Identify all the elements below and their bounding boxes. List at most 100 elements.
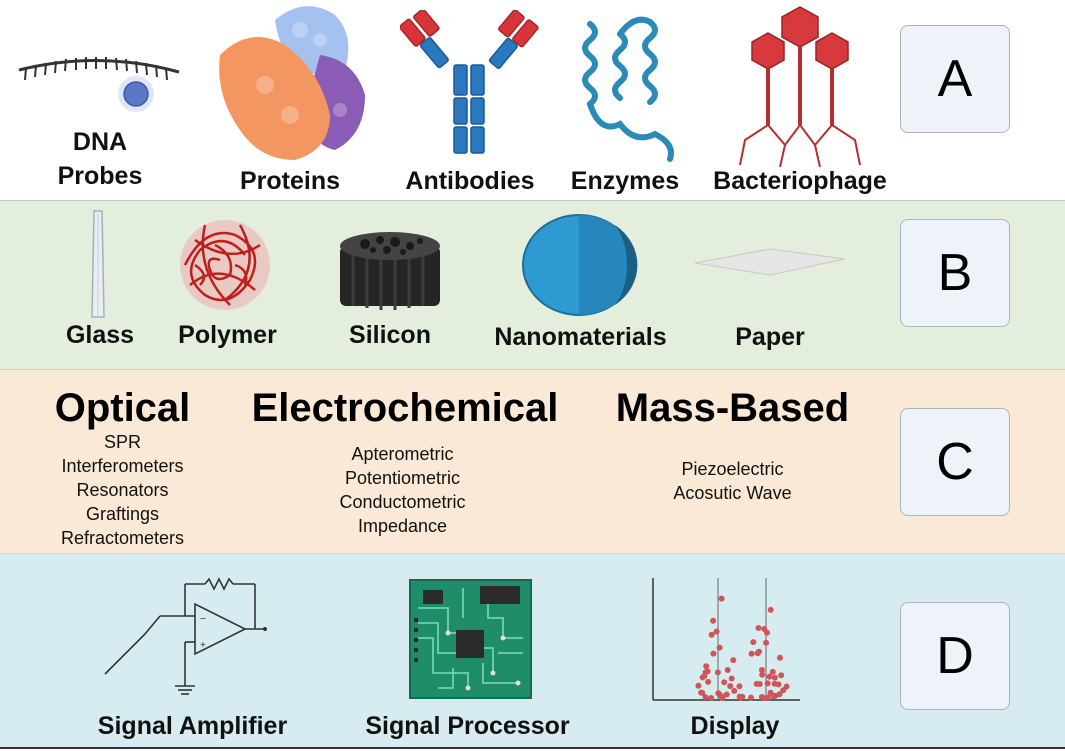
svg-text:+: + [200, 640, 206, 651]
group-list-electrochemical: Apterometric Potentiometric Conductometr… [300, 442, 505, 538]
item-label-silicon: Silicon [349, 321, 431, 349]
row-a-bioreceptors: DNA Probes Proteins [0, 0, 1065, 200]
scatter-dot [783, 683, 790, 690]
group-title-optical: Optical [54, 386, 191, 430]
item-label-bacteriophage: Bacteriophage [713, 167, 887, 195]
scatter-dot [756, 681, 763, 687]
enzyme-icon [582, 16, 674, 162]
list-item: Impedance [357, 516, 448, 536]
group-title-electrochemical: Electrochemical [251, 386, 559, 430]
scatter-dot [760, 695, 767, 701]
scatter-dot [723, 691, 730, 698]
row-b-materials: Glass Polymer Silicon [0, 200, 1065, 370]
item-label-polymer: Polymer [178, 321, 277, 349]
scatter-dot [701, 673, 708, 680]
scatter-dot [736, 683, 743, 690]
item-label-enzymes: Enzymes [570, 167, 680, 195]
scatter-dot [710, 617, 717, 624]
scatter-dot [714, 669, 721, 676]
row-letter-a: A [900, 25, 1010, 133]
scatter-dot [730, 657, 737, 664]
scatter-dot [777, 654, 783, 661]
silicon-block-icon [340, 232, 440, 310]
group-list-mass-based: Piezoelectric Acosutic Wave [635, 457, 830, 505]
group-list-optical: SPR Interferometers Resonators Graftings… [30, 430, 215, 550]
scatter-dot [739, 693, 746, 700]
protein-icon [219, 6, 365, 160]
list-item: Acosutic Wave [673, 483, 792, 503]
list-item: Resonators [76, 480, 169, 500]
glass-slide-icon [91, 210, 105, 318]
scatter-dot [718, 595, 725, 602]
scatter-dot [705, 678, 712, 685]
item-label-signal-processor: Signal Processor [365, 712, 570, 740]
scatter-dot [750, 639, 757, 646]
dna-probe-icon [18, 57, 180, 112]
scatter-dot [756, 648, 762, 655]
row-d-signal-processing: − + Signal Amplifier Signal Processor [0, 553, 1065, 747]
scatter-dot [724, 667, 731, 673]
list-item: Conductometric [339, 492, 466, 512]
scatter-dot [764, 680, 771, 687]
op-amp-circuit-icon: − + [104, 577, 267, 695]
scatter-dot [759, 667, 765, 673]
scatter-dot [702, 694, 709, 701]
list-item: Graftings [85, 504, 160, 524]
item-label-proteins: Proteins [239, 167, 341, 195]
scatter-dot [755, 625, 762, 631]
list-item: Potentiometric [344, 468, 461, 488]
item-label-signal-amplifier: Signal Amplifier [97, 712, 288, 740]
scatter-dot [764, 629, 770, 636]
item-label-antibodies: Antibodies [405, 167, 535, 195]
scatter-dot [703, 663, 710, 670]
row-letter-d: D [900, 602, 1010, 710]
list-item: Interferometers [61, 456, 184, 476]
scatter-dot [708, 695, 715, 701]
circuit-board-icon [409, 579, 532, 699]
scatter-dot [771, 674, 778, 681]
polymer-ball-icon [180, 220, 270, 310]
antibody-icon [400, 10, 539, 154]
scatter-dot [708, 631, 715, 638]
item-label-paper: Paper [735, 323, 805, 351]
item-label-display: Display [690, 712, 780, 740]
scatter-dot [698, 689, 705, 696]
scatter-dot [713, 628, 720, 635]
list-item: SPR [103, 432, 141, 452]
bacteriophage-icon [739, 6, 861, 168]
list-item: Apterometric [351, 444, 454, 464]
scatter-dot [766, 673, 773, 680]
item-label-glass: Glass [65, 321, 135, 349]
scatter-dot [719, 695, 726, 701]
scatter-dot [727, 683, 734, 690]
item-label-dna-probes: DNA Probes [57, 128, 143, 190]
scatter-dot [763, 639, 770, 646]
list-item: Piezoelectric [681, 459, 784, 479]
paper-sheet-icon [694, 248, 846, 276]
scatter-dot [748, 694, 754, 701]
scatter-dot [710, 650, 717, 657]
scatter-dot [721, 679, 728, 686]
scatter-dot [716, 644, 723, 651]
list-item: Refractometers [60, 528, 185, 548]
scatter-dot [771, 680, 778, 687]
row-c-transducers: Optical SPR Interferometers Resonators G… [0, 370, 1065, 553]
scatter-dot [770, 693, 777, 700]
scatter-dot [776, 691, 783, 698]
scatter-dot [728, 675, 735, 682]
item-label-nanomaterials: Nanomaterials [494, 323, 667, 351]
scatter-plot-icon [652, 578, 800, 701]
scatter-dot [748, 650, 755, 657]
scatter-dot [704, 668, 711, 675]
scatter-dot [767, 606, 774, 613]
row-letter-b: B [900, 219, 1010, 327]
svg-text:−: − [200, 614, 206, 625]
nanomaterial-sphere-icon [522, 214, 638, 316]
scatter-dot [778, 672, 785, 679]
scatter-dot [769, 668, 776, 675]
group-title-mass-based: Mass-Based [615, 386, 850, 430]
scatter-dot [731, 687, 738, 694]
scatter-dot [695, 682, 702, 689]
row-letter-c: C [900, 408, 1010, 516]
